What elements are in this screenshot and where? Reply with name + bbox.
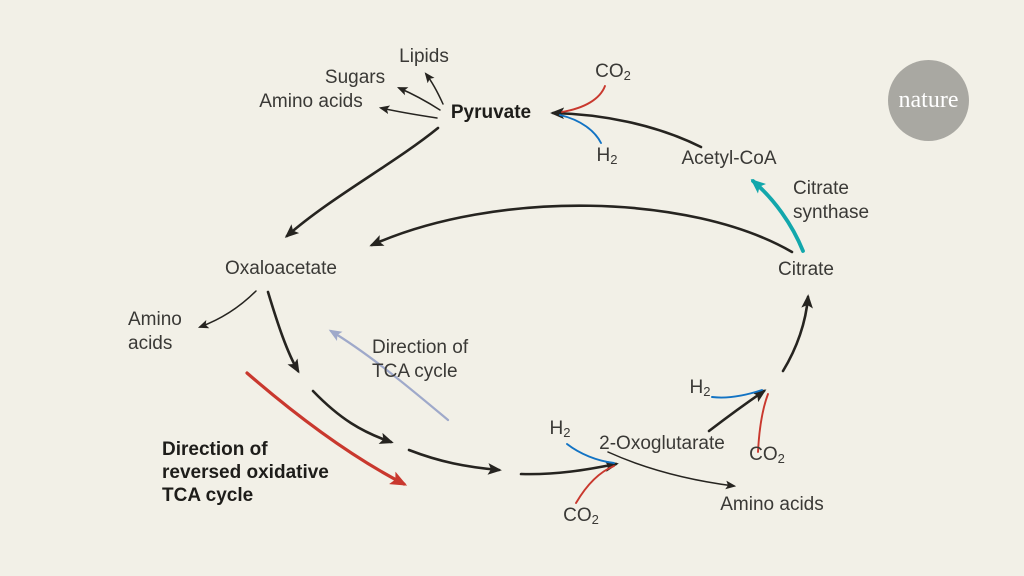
pyruvate-label: Pyruvate — [450, 102, 532, 123]
arrow-oxoglutarate-to-amino-acids — [607, 451, 737, 490]
nature-logo: nature — [888, 60, 969, 141]
co2-curve-right — [757, 393, 769, 453]
h2-label-mid: H2 — [549, 418, 571, 440]
arrow-pyruvate-to-amino-acids — [378, 105, 438, 119]
reversed-direction-arrow — [245, 371, 408, 486]
arrow-to-citrate — [781, 294, 813, 373]
arrow-to-oxoglutarate — [519, 460, 619, 476]
co2-label-right: CO2 — [749, 444, 785, 466]
h2-label-right: H2 — [689, 377, 711, 399]
lipids-label: Lipids — [399, 46, 449, 67]
arrow-acetylcoa-to-pyruvate — [550, 107, 703, 149]
h2-curve-right — [711, 389, 763, 399]
arrow-oxoglutarate-up — [707, 389, 767, 433]
arrow-pyruvate-to-lipids — [424, 72, 444, 105]
co2-label-top: CO2 — [595, 61, 631, 83]
citrate-label: Citrate — [778, 259, 834, 280]
arrow-oxaloacetate-down-1 — [266, 290, 300, 374]
arrow-citrate-to-oxaloacetate — [369, 204, 794, 254]
oxaloacetate-label: Oxaloacetate — [225, 258, 337, 279]
sugars-label: Sugars — [324, 67, 386, 88]
h2-curve-mid — [566, 443, 615, 464]
acetyl-coa-label: Acetyl-CoA — [681, 148, 777, 169]
arrow-pyruvate-to-sugars — [396, 87, 441, 111]
co2-label-mid: CO2 — [563, 505, 599, 527]
citrate-synthase-arrow — [750, 178, 805, 253]
co2-curve-top — [561, 85, 606, 113]
co2-curve-mid — [575, 465, 615, 504]
nature-logo-text: nature — [898, 87, 959, 113]
h2-label-top: H2 — [596, 145, 618, 167]
amino-acids-bottom-label: Amino acids — [720, 494, 824, 515]
h2-curve-top — [559, 114, 602, 144]
amino-acids-top-label: Amino acids — [259, 91, 363, 112]
arrow-cycle-bottom-2 — [311, 389, 394, 444]
tca-direction-arrow — [328, 329, 450, 422]
reversed-direction-label: Direction of reversed oxidative TCA cycl… — [162, 439, 329, 506]
arrow-oxaloacetate-to-amino-acids — [197, 290, 257, 329]
arrow-cycle-bottom-3 — [407, 448, 502, 475]
oxoglutarate-label: 2-Oxoglutarate — [599, 433, 725, 454]
arrow-pyruvate-to-oxaloacetate — [284, 126, 440, 238]
